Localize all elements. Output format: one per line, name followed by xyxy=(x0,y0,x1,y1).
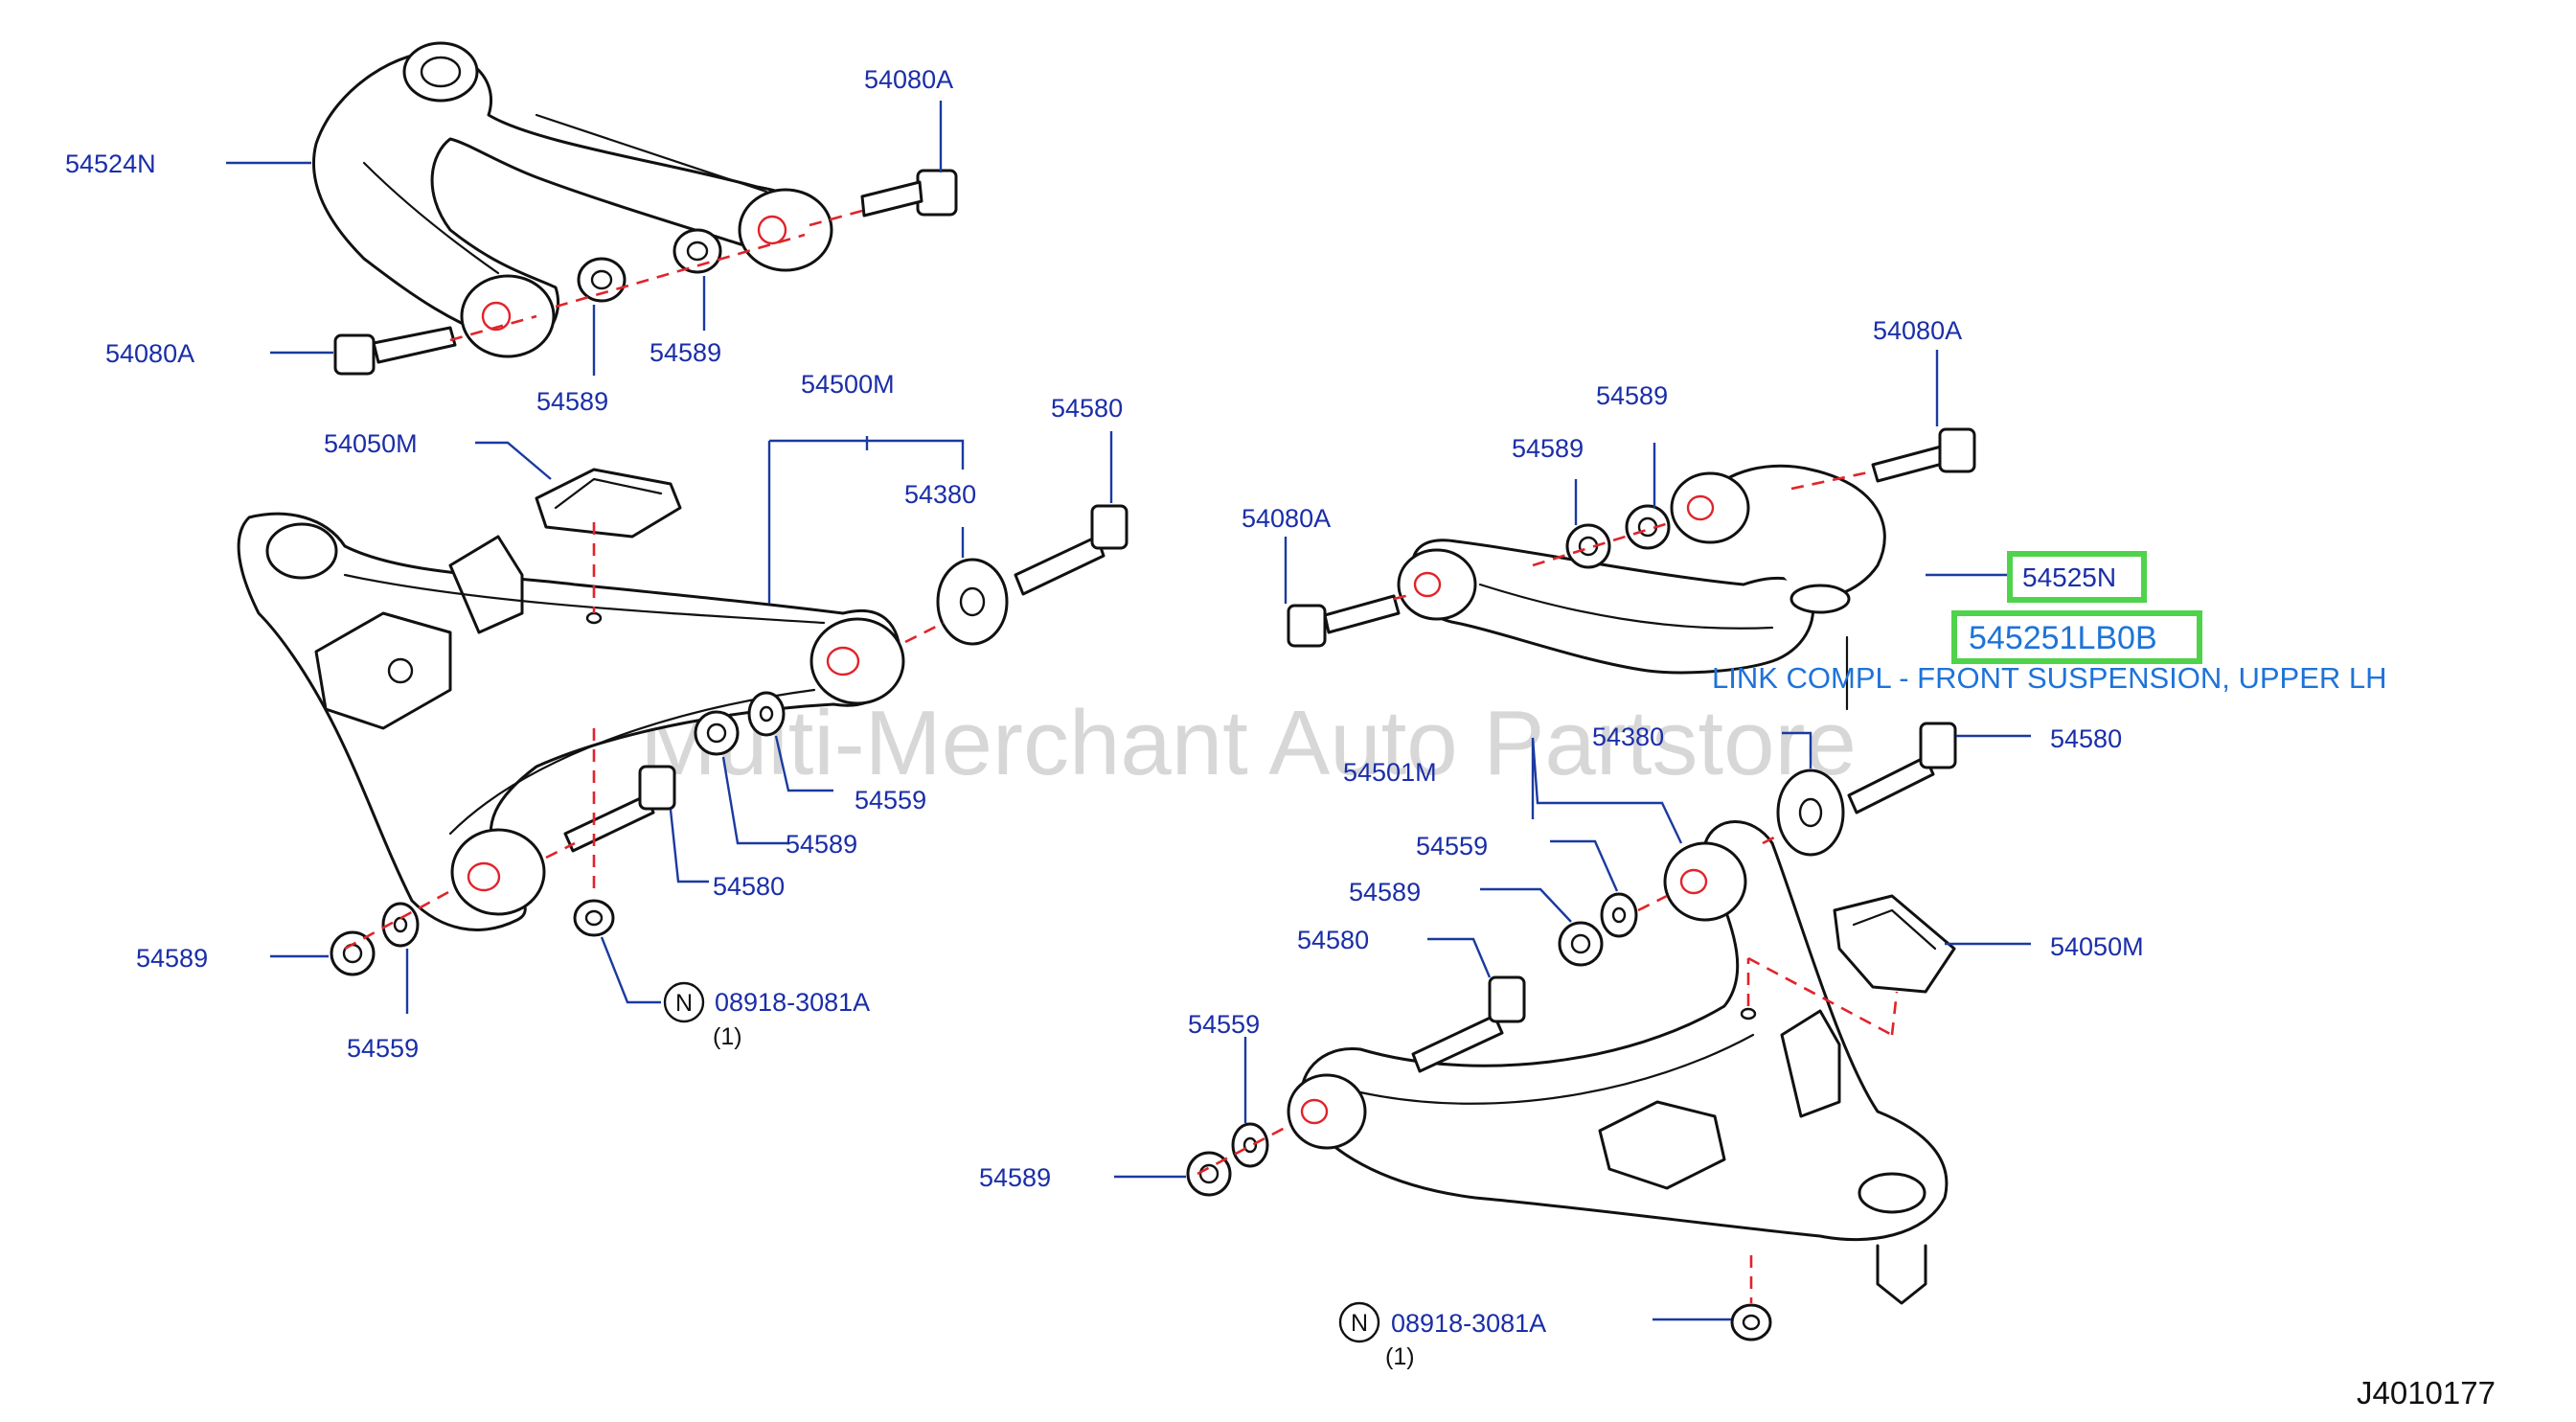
bolt-54080A-top xyxy=(860,169,958,218)
label-54380-left[interactable]: 54380 xyxy=(904,480,976,509)
label-54080A-left[interactable]: 54080A xyxy=(105,339,194,368)
bolt-54080A-left xyxy=(333,326,457,376)
label-54080A-top[interactable]: 54080A xyxy=(864,65,953,94)
clip-callout-right[interactable]: N 08918-3081A (1) xyxy=(1338,1301,1546,1370)
washer-54380-right xyxy=(1776,768,1845,857)
bolt-54080A-right xyxy=(1287,594,1401,648)
bump-stopper-54050M-right xyxy=(1833,894,1956,994)
bolt-54580-top xyxy=(1014,504,1128,596)
bolt-54580-right xyxy=(1847,722,1957,814)
upper-link-right-drawing xyxy=(1287,427,1976,711)
label-54501M[interactable]: 54501M xyxy=(1343,758,1437,787)
label-54589-f[interactable]: 54589 xyxy=(1512,434,1584,463)
label-54580-low[interactable]: 54580 xyxy=(1297,926,1369,954)
label-54380-right[interactable]: 54380 xyxy=(1592,722,1664,751)
label-54589-b[interactable]: 54589 xyxy=(650,338,721,367)
washer-54559-c xyxy=(1600,892,1638,938)
label-54050M-left[interactable]: 54050M xyxy=(324,429,418,458)
clip-nut-right xyxy=(1730,1303,1772,1342)
quantity-left: (1) xyxy=(713,1023,742,1050)
highlight-box-part-ref xyxy=(2007,551,2147,603)
label-08918-3081A-left: 08918-3081A xyxy=(715,988,870,1017)
upper-link-left-drawing xyxy=(311,41,958,376)
clip-callout-left[interactable]: N 08918-3081A (1) xyxy=(663,981,870,1050)
label-54589-h[interactable]: 54589 xyxy=(979,1163,1051,1192)
bump-stopper-54050M-left xyxy=(535,468,682,539)
clip-nut-left xyxy=(573,899,615,937)
nut-54589-f xyxy=(1625,504,1671,550)
highlight-box-part-number xyxy=(1951,610,2202,664)
label-54589-a[interactable]: 54589 xyxy=(536,387,608,416)
highlight-description: LINK COMPL - FRONT SUSPENSION, UPPER LH xyxy=(1712,661,2387,695)
quantity-right: (1) xyxy=(1385,1343,1415,1370)
nut-54589-c xyxy=(694,710,740,756)
label-54559-c[interactable]: 54559 xyxy=(1416,832,1488,860)
label-54080A-right-top[interactable]: 54080A xyxy=(1873,316,1962,345)
label-54559-a[interactable]: 54559 xyxy=(855,786,926,814)
leader-lines xyxy=(226,101,2031,1321)
n-circle-icon xyxy=(1338,1301,1380,1343)
label-54589-d[interactable]: 54589 xyxy=(136,944,208,973)
highlighted-part-callout[interactable]: 54525N 545251LB0B LINK COMPL - FRONT SUS… xyxy=(1712,551,2387,695)
label-54050M-right[interactable]: 54050M xyxy=(2050,932,2144,961)
label-54559-d[interactable]: 54559 xyxy=(1188,1010,1260,1039)
lower-link-left-drawing xyxy=(237,468,1128,976)
washer-54559-d xyxy=(1231,1122,1269,1168)
bolt-54580-low xyxy=(1411,975,1526,1073)
label-54589-c[interactable]: 54589 xyxy=(786,830,857,859)
n-circle-letter: N xyxy=(675,990,693,1017)
n-circle-letter: N xyxy=(1351,1310,1368,1337)
nut-54589-d xyxy=(330,930,376,976)
label-54580-right[interactable]: 54580 xyxy=(2050,724,2122,753)
washer-54559-a xyxy=(747,691,786,737)
n-circle-icon xyxy=(663,981,705,1023)
bolt-54080A-right-top xyxy=(1871,427,1976,483)
highlight-part-number[interactable]: 545251LB0B xyxy=(1969,620,2157,656)
nut-54589-g xyxy=(1558,921,1604,967)
label-54559-b[interactable]: 54559 xyxy=(347,1034,419,1063)
label-54524N[interactable]: 54524N xyxy=(65,149,156,178)
label-54589-g[interactable]: 54589 xyxy=(1349,878,1421,906)
diagram-reference-code: J4010177 xyxy=(2357,1375,2496,1411)
highlight-part-ref[interactable]: 54525N xyxy=(2022,562,2116,592)
label-08918-3081A-right: 08918-3081A xyxy=(1391,1309,1546,1338)
label-54580-mid[interactable]: 54580 xyxy=(713,872,785,901)
nut-54589-a xyxy=(577,257,627,303)
label-54080A-right[interactable]: 54080A xyxy=(1242,504,1331,533)
part-labels: 54524N 54080A 54080A 54589 54589 54500M … xyxy=(65,65,2144,1370)
washer-54380-left xyxy=(936,558,1009,646)
watermark: Multi-Merchant Auto Partstore xyxy=(640,692,1857,794)
label-54500M[interactable]: 54500M xyxy=(801,370,895,399)
bolt-54580-mid xyxy=(563,765,676,853)
label-54589-e[interactable]: 54589 xyxy=(1596,381,1668,410)
lower-link-right-drawing xyxy=(1186,722,1957,1342)
nut-54589-e xyxy=(1565,523,1611,569)
label-54580-top[interactable]: 54580 xyxy=(1051,394,1123,423)
